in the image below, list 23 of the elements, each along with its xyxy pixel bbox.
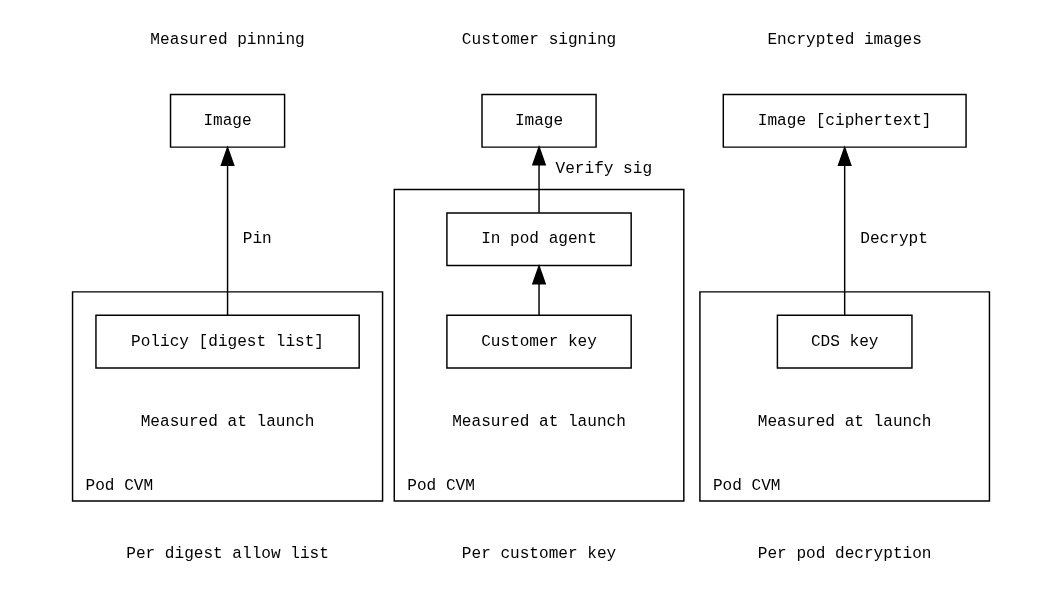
edge-label: Decrypt [860, 230, 928, 249]
label: Measured pinning [150, 31, 305, 50]
label: Customer signing [461, 31, 617, 50]
label: Encrypted images [767, 31, 922, 50]
node-box: Image [169, 93, 286, 148]
node-box: Customer key [446, 314, 632, 369]
label: Per pod decryption [757, 544, 932, 563]
arrow [837, 145, 852, 316]
node-label: Measured at launch [452, 413, 626, 432]
node-box: Image [ciphertext] [722, 93, 967, 148]
node-box: In pod agent [446, 212, 632, 267]
node-box: Policy [digest list] [95, 314, 360, 369]
label: Per customer key [461, 544, 617, 563]
arrow [531, 263, 547, 316]
node-label: Measured at launch [140, 413, 315, 432]
label: Per digest allow list [126, 544, 329, 563]
node-label: Measured at launch [757, 413, 932, 432]
arrow [531, 145, 547, 214]
edge-label: Pin [242, 230, 272, 249]
node-box: CDS key [776, 314, 913, 369]
arrow [220, 145, 235, 316]
edge-label: Verify sig [555, 160, 653, 179]
node-box: Image [481, 93, 597, 148]
